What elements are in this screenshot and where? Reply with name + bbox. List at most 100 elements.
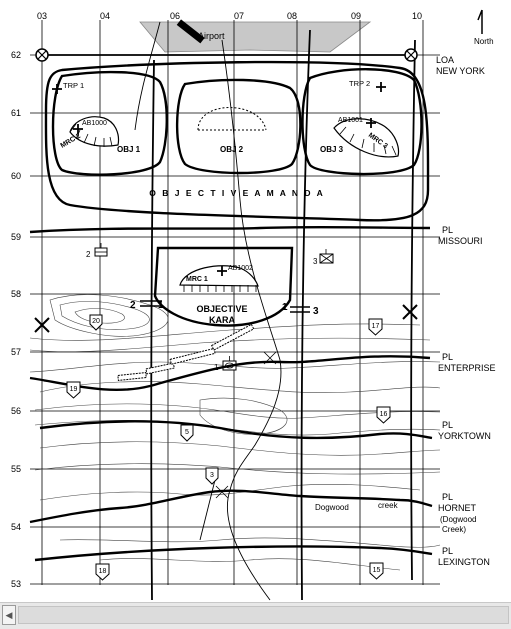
north-label: North <box>474 37 494 46</box>
trp2-cross-icon <box>376 82 386 92</box>
grid-col-label: 03 <box>37 11 47 21</box>
boundary-left-number: 1 <box>158 300 164 311</box>
checkpoint-3-icon <box>205 467 219 485</box>
north-arrow-icon <box>477 9 483 34</box>
pl-missouri-name: MISSOURI <box>438 236 483 246</box>
airport-runway-icon <box>176 19 205 44</box>
mrc2-label: MRC 2 <box>60 133 82 150</box>
trp1-cross-icon <box>52 84 62 94</box>
ab1001-cross-icon <box>366 118 376 128</box>
unit-2-label: 2 <box>86 250 91 259</box>
obstacle-strip <box>117 323 255 381</box>
unit-3-label: 3 <box>313 257 318 266</box>
x-mark-right-icon <box>402 304 418 320</box>
pl-hornet-name: HORNET <box>438 503 477 513</box>
grid-col-label: 06 <box>170 11 180 21</box>
pl-lexington-name: LEXINGTON <box>438 557 490 567</box>
grid-row-label: 59 <box>11 232 21 242</box>
pl-hornet-line <box>29 489 433 524</box>
obj2-boundary <box>175 78 302 175</box>
grid-col-label: 10 <box>412 11 422 21</box>
ab1000-cross-icon <box>73 124 83 134</box>
loa-name-label: NEW YORK <box>436 66 485 76</box>
ab1000-label: AB1000 <box>82 120 107 127</box>
checkpoint-label: 15 <box>373 567 381 574</box>
grid-lines <box>30 20 440 585</box>
grid-col-label: 08 <box>287 11 297 21</box>
mrc1-label: MRC 1 <box>186 276 208 283</box>
ab1002-cross-icon <box>217 266 227 276</box>
operations-map: Airport 03 04 06 07 08 09 10 62 61 60 59… <box>11 9 496 601</box>
pl-yorktown-name: YORKTOWN <box>438 431 491 441</box>
airport-label: Airport <box>198 31 225 41</box>
boundary-right-number: 1 <box>282 302 288 313</box>
checkpoint-17-icon <box>368 318 383 336</box>
obj1-boundary <box>51 70 168 176</box>
loa-end-marker-icon <box>35 48 49 62</box>
horizontal-scrollbar[interactable]: ◀ <box>0 602 511 629</box>
checkpoint-15-icon <box>369 562 384 580</box>
scroll-left-icon[interactable]: ◀ <box>2 605 16 625</box>
loa-label: LOA <box>436 55 454 65</box>
crossing-marker-icon <box>215 351 277 499</box>
checkpoint-label: 19 <box>70 386 78 393</box>
objective-amanda-boundary <box>44 60 430 222</box>
obj3-label: OBJ 3 <box>320 145 344 154</box>
road-west <box>150 59 155 601</box>
mrc2-position-icon <box>69 116 120 147</box>
pl-lexington-line <box>34 545 433 562</box>
creek-label: Dogwood <box>315 503 349 512</box>
pl-missouri-pl: PL <box>442 225 453 235</box>
trp1-label: TRP 1 <box>63 81 84 90</box>
road-east <box>410 39 416 581</box>
checkpoint-label: 16 <box>380 411 388 418</box>
mrc1-position-icon <box>179 265 259 292</box>
creek-label: creek <box>378 501 399 510</box>
pl-enterprise-name: ENTERPRISE <box>438 363 496 373</box>
obj2-label: OBJ 2 <box>220 145 244 154</box>
obj1-label: OBJ 1 <box>117 145 141 154</box>
objective-kara-boundary <box>153 246 294 327</box>
pl-hornet-pl: PL <box>442 492 453 502</box>
grid-row-label: 56 <box>11 406 21 416</box>
checkpoint-19-icon <box>66 381 81 399</box>
pl-enterprise-line <box>29 355 431 392</box>
checkpoint-5-icon <box>180 424 194 442</box>
pl-yorktown-pl: PL <box>442 420 453 430</box>
grid-row-label: 61 <box>11 108 21 118</box>
boundary-left-number: 2 <box>130 300 136 311</box>
checkpoint-label: 5 <box>185 429 189 436</box>
trp2-label: TRP 2 <box>349 79 370 88</box>
checkpoint-label: 20 <box>92 318 100 325</box>
scroll-track[interactable] <box>18 606 509 624</box>
boundary-marker-right-icon <box>290 306 310 313</box>
grid-col-label: 04 <box>100 11 110 21</box>
checkpoint-label: 18 <box>99 568 107 575</box>
mrc3-position-icon <box>333 118 400 158</box>
pl-hornet-sub: Creek) <box>442 525 466 534</box>
checkpoint-label: 3 <box>210 472 214 479</box>
pl-missouri-line <box>29 225 431 234</box>
pl-hornet-sub: (Dogwood <box>440 515 476 524</box>
airport-area <box>139 21 372 53</box>
boundary-marker-left-icon <box>140 300 162 307</box>
checkpoint-16-icon <box>376 406 391 424</box>
unit-2-icon <box>94 243 108 257</box>
grid-row-label: 54 <box>11 522 21 532</box>
terrain-contours <box>29 294 441 571</box>
unit-3-icon <box>319 249 334 264</box>
ab1002-label: AB1002 <box>228 265 253 272</box>
pl-enterprise-pl: PL <box>442 352 453 362</box>
x-mark-left-icon <box>34 317 50 333</box>
objective-kara-label-1: OBJECTIVE <box>196 304 247 314</box>
checkpoint-20-icon <box>89 314 103 331</box>
checkpoint-label: 17 <box>372 323 380 330</box>
grid-row-label: 53 <box>11 579 21 589</box>
obj2-trench-icon <box>197 107 267 131</box>
objective-amanda-label: O B J E C T I V E A M A N D A <box>149 188 324 198</box>
grid-row-label: 58 <box>11 289 21 299</box>
grid-row-label: 60 <box>11 171 21 181</box>
loa-end-marker-icon <box>404 48 418 62</box>
grid-col-label: 09 <box>351 11 361 21</box>
grid-col-label: 07 <box>234 11 244 21</box>
